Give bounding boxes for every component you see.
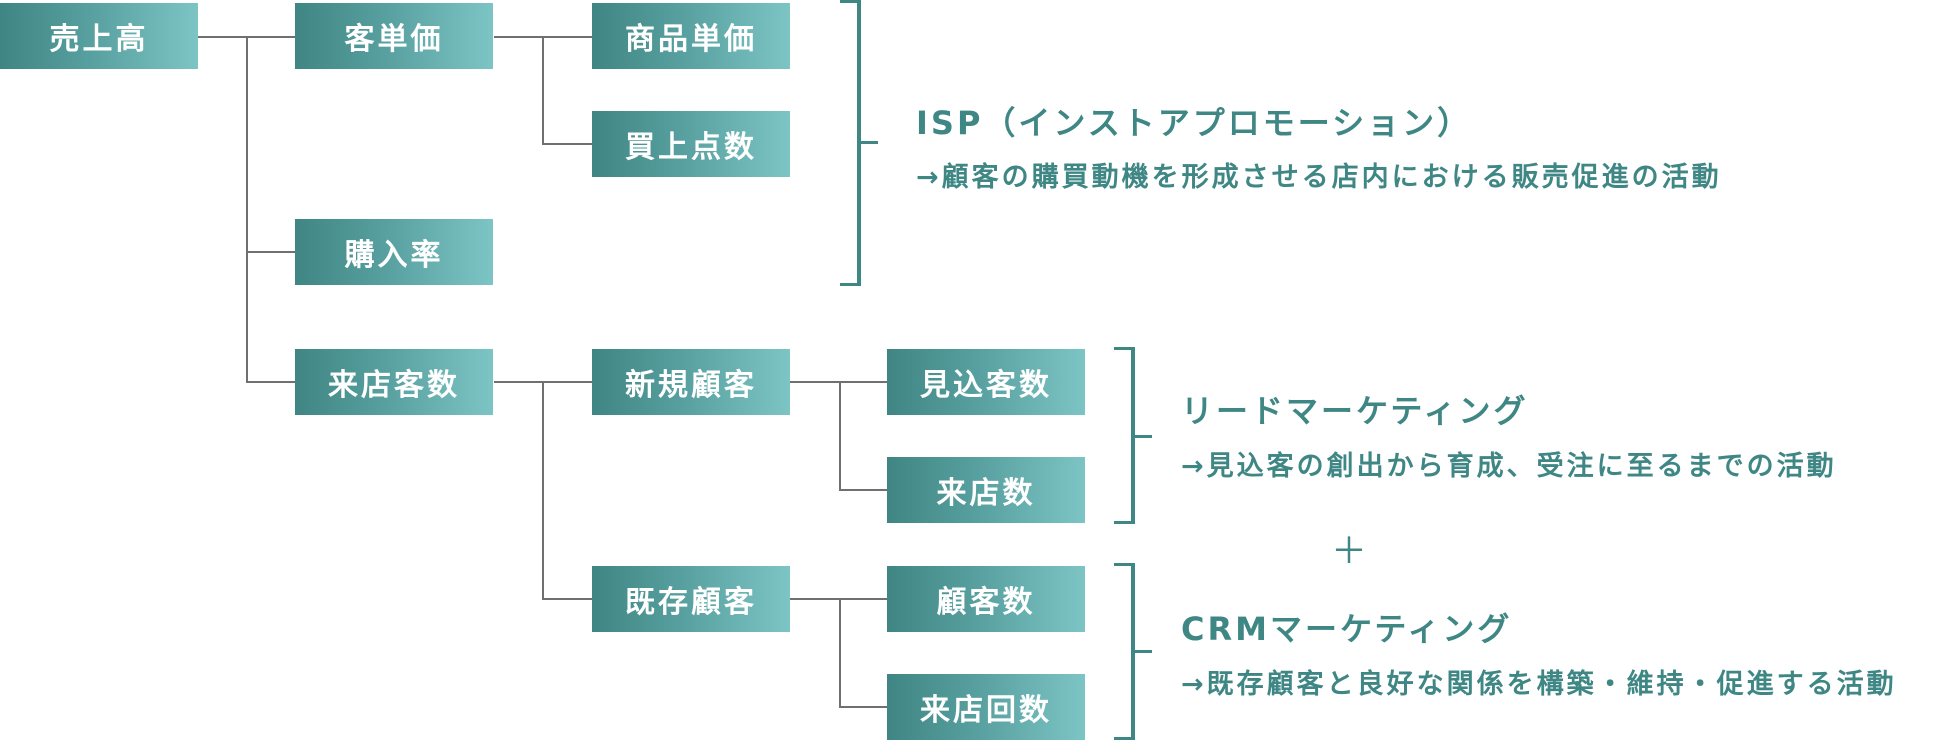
connector (839, 598, 841, 707)
isp-description: →顧客の購買動機を形成させる店内における販売促進の活動 (916, 162, 1722, 193)
node-sales: 売上高 (0, 3, 198, 69)
connector (839, 489, 887, 491)
isp-title: ISP（インストアプロモーション） (916, 104, 1473, 142)
node-visit-frequency: 来店回数 (887, 674, 1085, 740)
node-prospects: 見込客数 (887, 349, 1085, 415)
node-customer-unit-price: 客単価 (295, 3, 493, 69)
node-items-purchased: 買上点数 (592, 111, 790, 177)
connector (246, 251, 295, 253)
connector (839, 381, 841, 490)
node-new-customers: 新規顧客 (592, 349, 790, 415)
plus-icon: ＋ (1331, 531, 1368, 572)
node-customer-count: 顧客数 (887, 566, 1085, 632)
connector (542, 36, 544, 144)
node-existing-customers: 既存顧客 (592, 566, 790, 632)
node-visitor-count: 来店客数 (295, 349, 493, 415)
connector (839, 706, 887, 708)
node-purchase-rate: 購入率 (295, 219, 493, 285)
crm-marketing-description: →既存顧客と良好な関係を構築・維持・促進する活動 (1181, 669, 1897, 700)
connector (790, 381, 887, 383)
node-item-unit-price: 商品単価 (592, 3, 790, 69)
crm-marketing-title: CRMマーケティング (1181, 610, 1513, 648)
node-visits: 来店数 (887, 457, 1085, 523)
connector (542, 143, 592, 145)
lead-marketing-description: →見込客の創出から育成、受注に至るまでの活動 (1181, 451, 1837, 482)
connector (542, 598, 592, 600)
connector (542, 381, 544, 599)
connector (246, 36, 248, 382)
lead-marketing-title: リードマーケティング (1181, 392, 1529, 430)
connector (790, 598, 887, 600)
connector (246, 381, 295, 383)
